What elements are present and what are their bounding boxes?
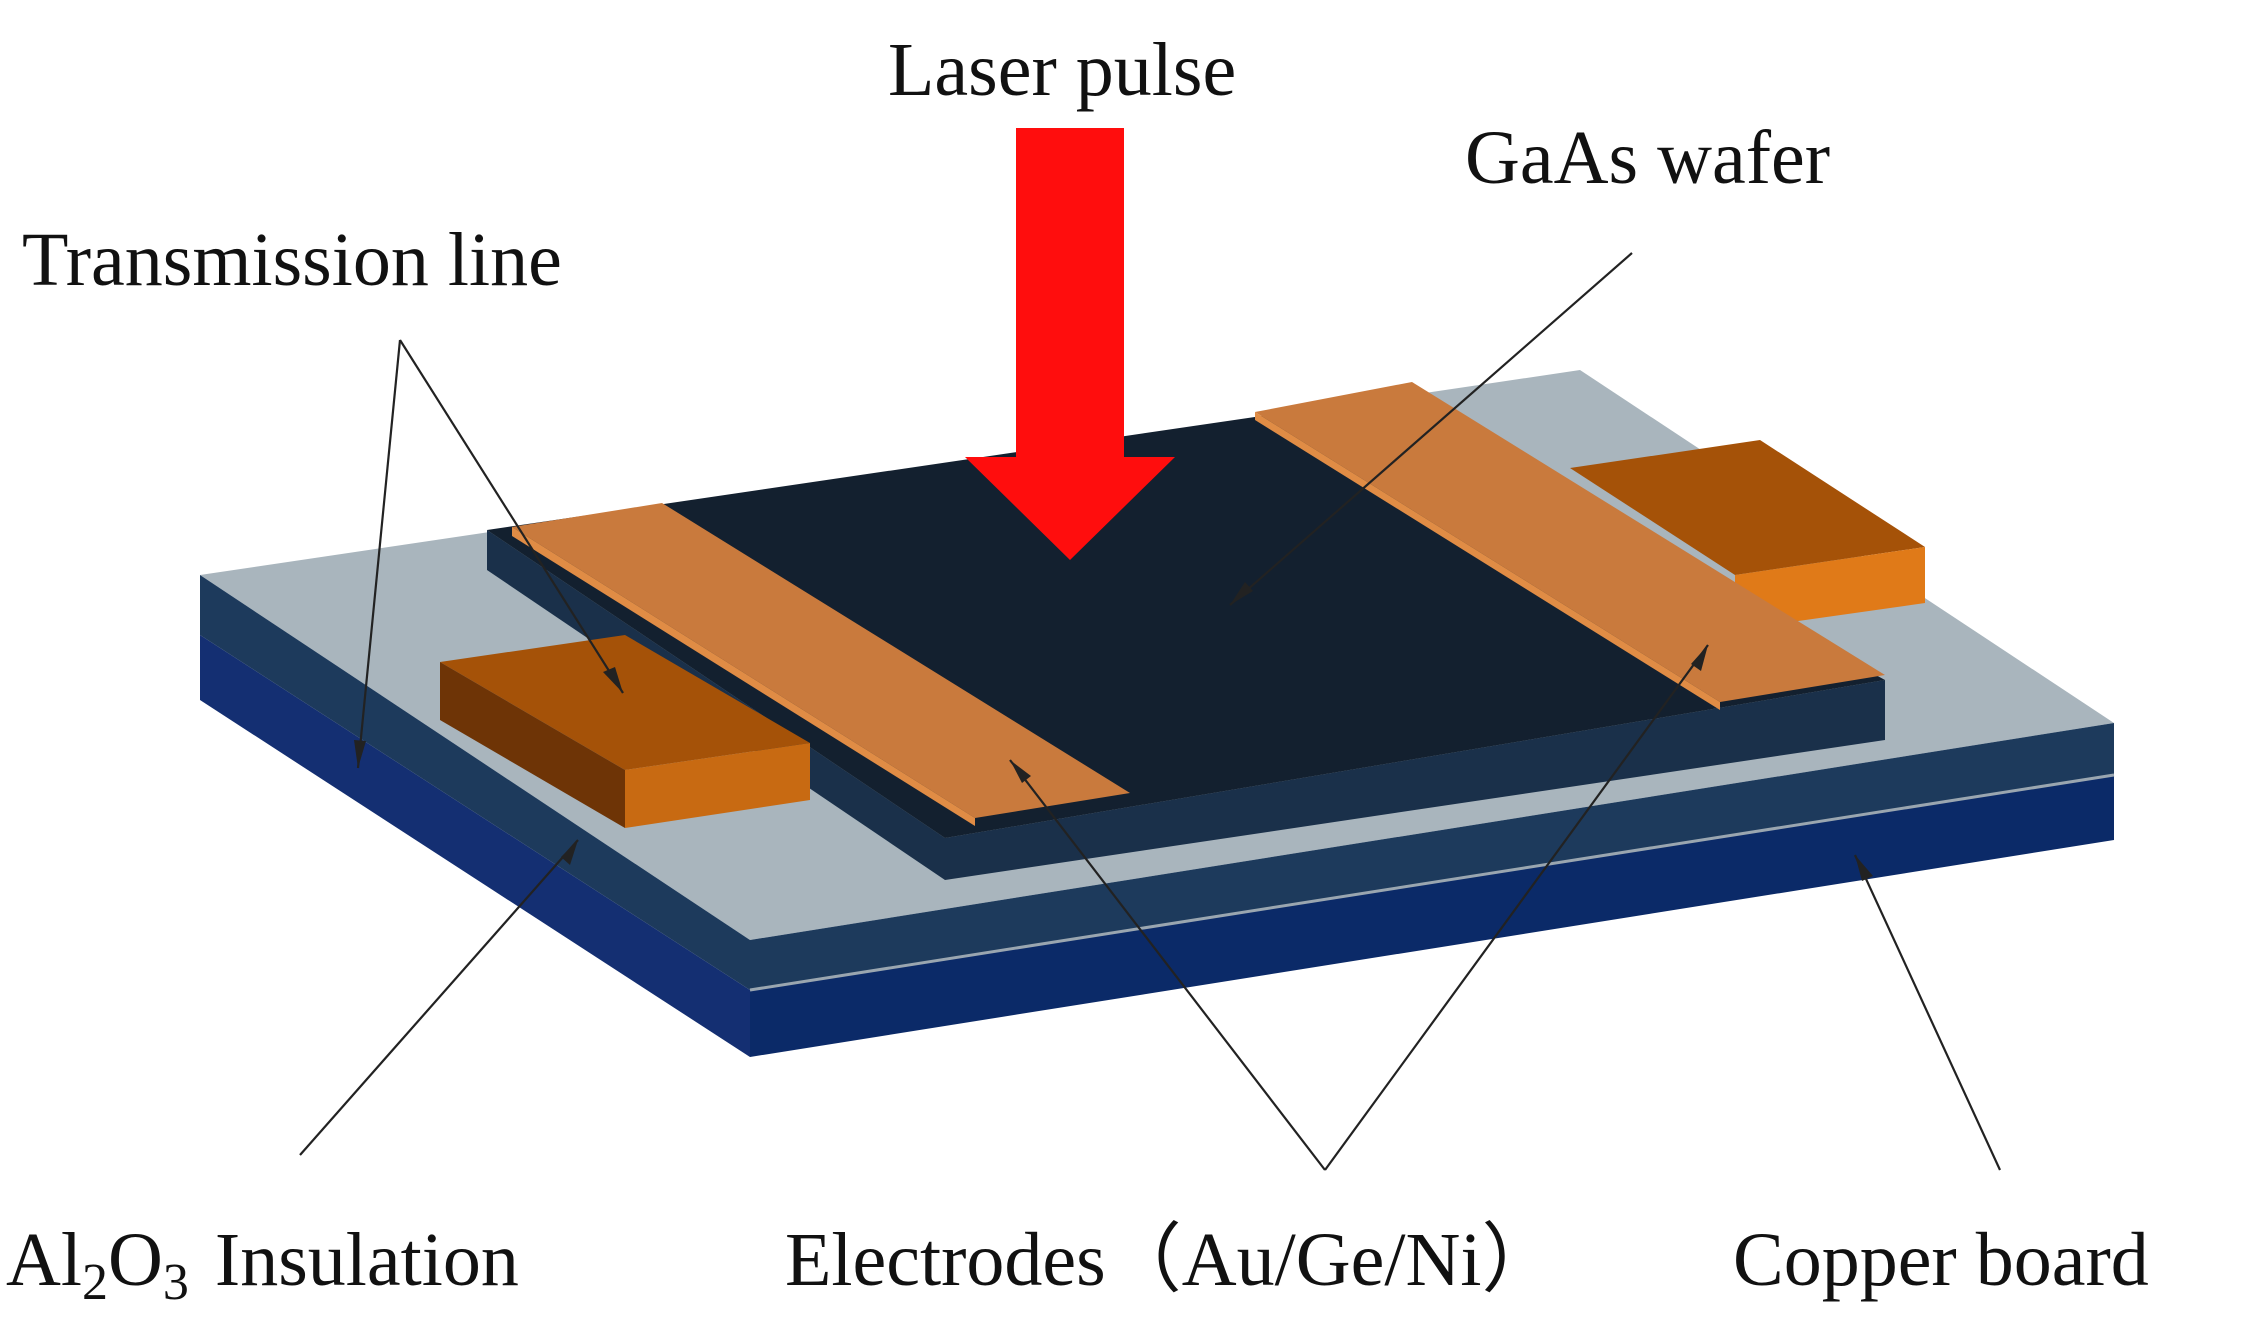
label-al2o3-insulation: Al2O3 Insulation — [6, 1218, 519, 1311]
leader-transmission-to-left-edge — [356, 339, 402, 769]
transmission-line-left — [440, 635, 810, 828]
leader-al2o3 — [299, 839, 579, 1156]
copper-board-side-front — [750, 775, 2114, 1057]
electrode-left-edge — [512, 527, 975, 826]
transmission-line-right — [1570, 440, 1925, 630]
electrode-right — [1255, 382, 1885, 702]
al2o3-sub-2: 2 — [82, 1254, 108, 1311]
arrowhead-electrode-right — [1691, 645, 1708, 671]
arrowhead-transmission-block — [603, 667, 623, 693]
laser-pulse-arrow — [965, 128, 1175, 560]
transmission-left-side — [440, 662, 625, 828]
al2o3-part-insulation: Insulation — [215, 1218, 519, 1302]
alumina-side-front — [750, 723, 2114, 990]
layer-separator — [749, 773, 2115, 992]
transmission-left-front — [625, 743, 810, 828]
copper-board-side-left — [200, 635, 750, 1057]
leader-copper-board — [1854, 854, 2001, 1171]
label-laser-pulse: Laser pulse — [888, 28, 1236, 112]
leader-electrode-left — [1009, 759, 1326, 1171]
leader-electrode-right — [1324, 644, 1709, 1171]
arrowhead-electrode-left — [1010, 760, 1031, 783]
al2o3-part-o: O — [108, 1218, 163, 1302]
electrode-left — [512, 503, 1130, 818]
label-electrodes: Electrodes（Au/Ge/Ni） — [785, 1218, 1557, 1302]
transmission-right-top — [1570, 440, 1925, 575]
transmission-right-front — [1735, 547, 1925, 630]
al2o3-part-al: Al — [6, 1218, 82, 1302]
leader-arrowheads — [354, 582, 1873, 881]
leader-transmission-to-left-block — [399, 339, 624, 694]
electrode-right-edge — [1255, 412, 1720, 710]
electrodes — [512, 382, 1885, 826]
copper-board-layer — [200, 635, 2114, 1057]
label-gaas-wafer: GaAs wafer — [1465, 116, 1830, 200]
label-transmission-line: Transmission line — [22, 218, 562, 302]
alumina-side-left — [200, 575, 750, 990]
leader-lines — [299, 252, 2001, 1171]
al2o3-sub-3: 3 — [163, 1254, 189, 1311]
arrowhead-al2o3 — [561, 840, 578, 865]
arrowhead-transmission-edge — [354, 740, 366, 768]
label-copper-board: Copper board — [1733, 1218, 2149, 1302]
transmission-left-top — [440, 635, 810, 770]
leader-gaas-wafer — [1229, 252, 1633, 606]
arrowhead-gaas-wafer — [1230, 582, 1253, 605]
arrowhead-copper-board — [1855, 855, 1873, 881]
gaas-side-front — [945, 680, 1885, 880]
